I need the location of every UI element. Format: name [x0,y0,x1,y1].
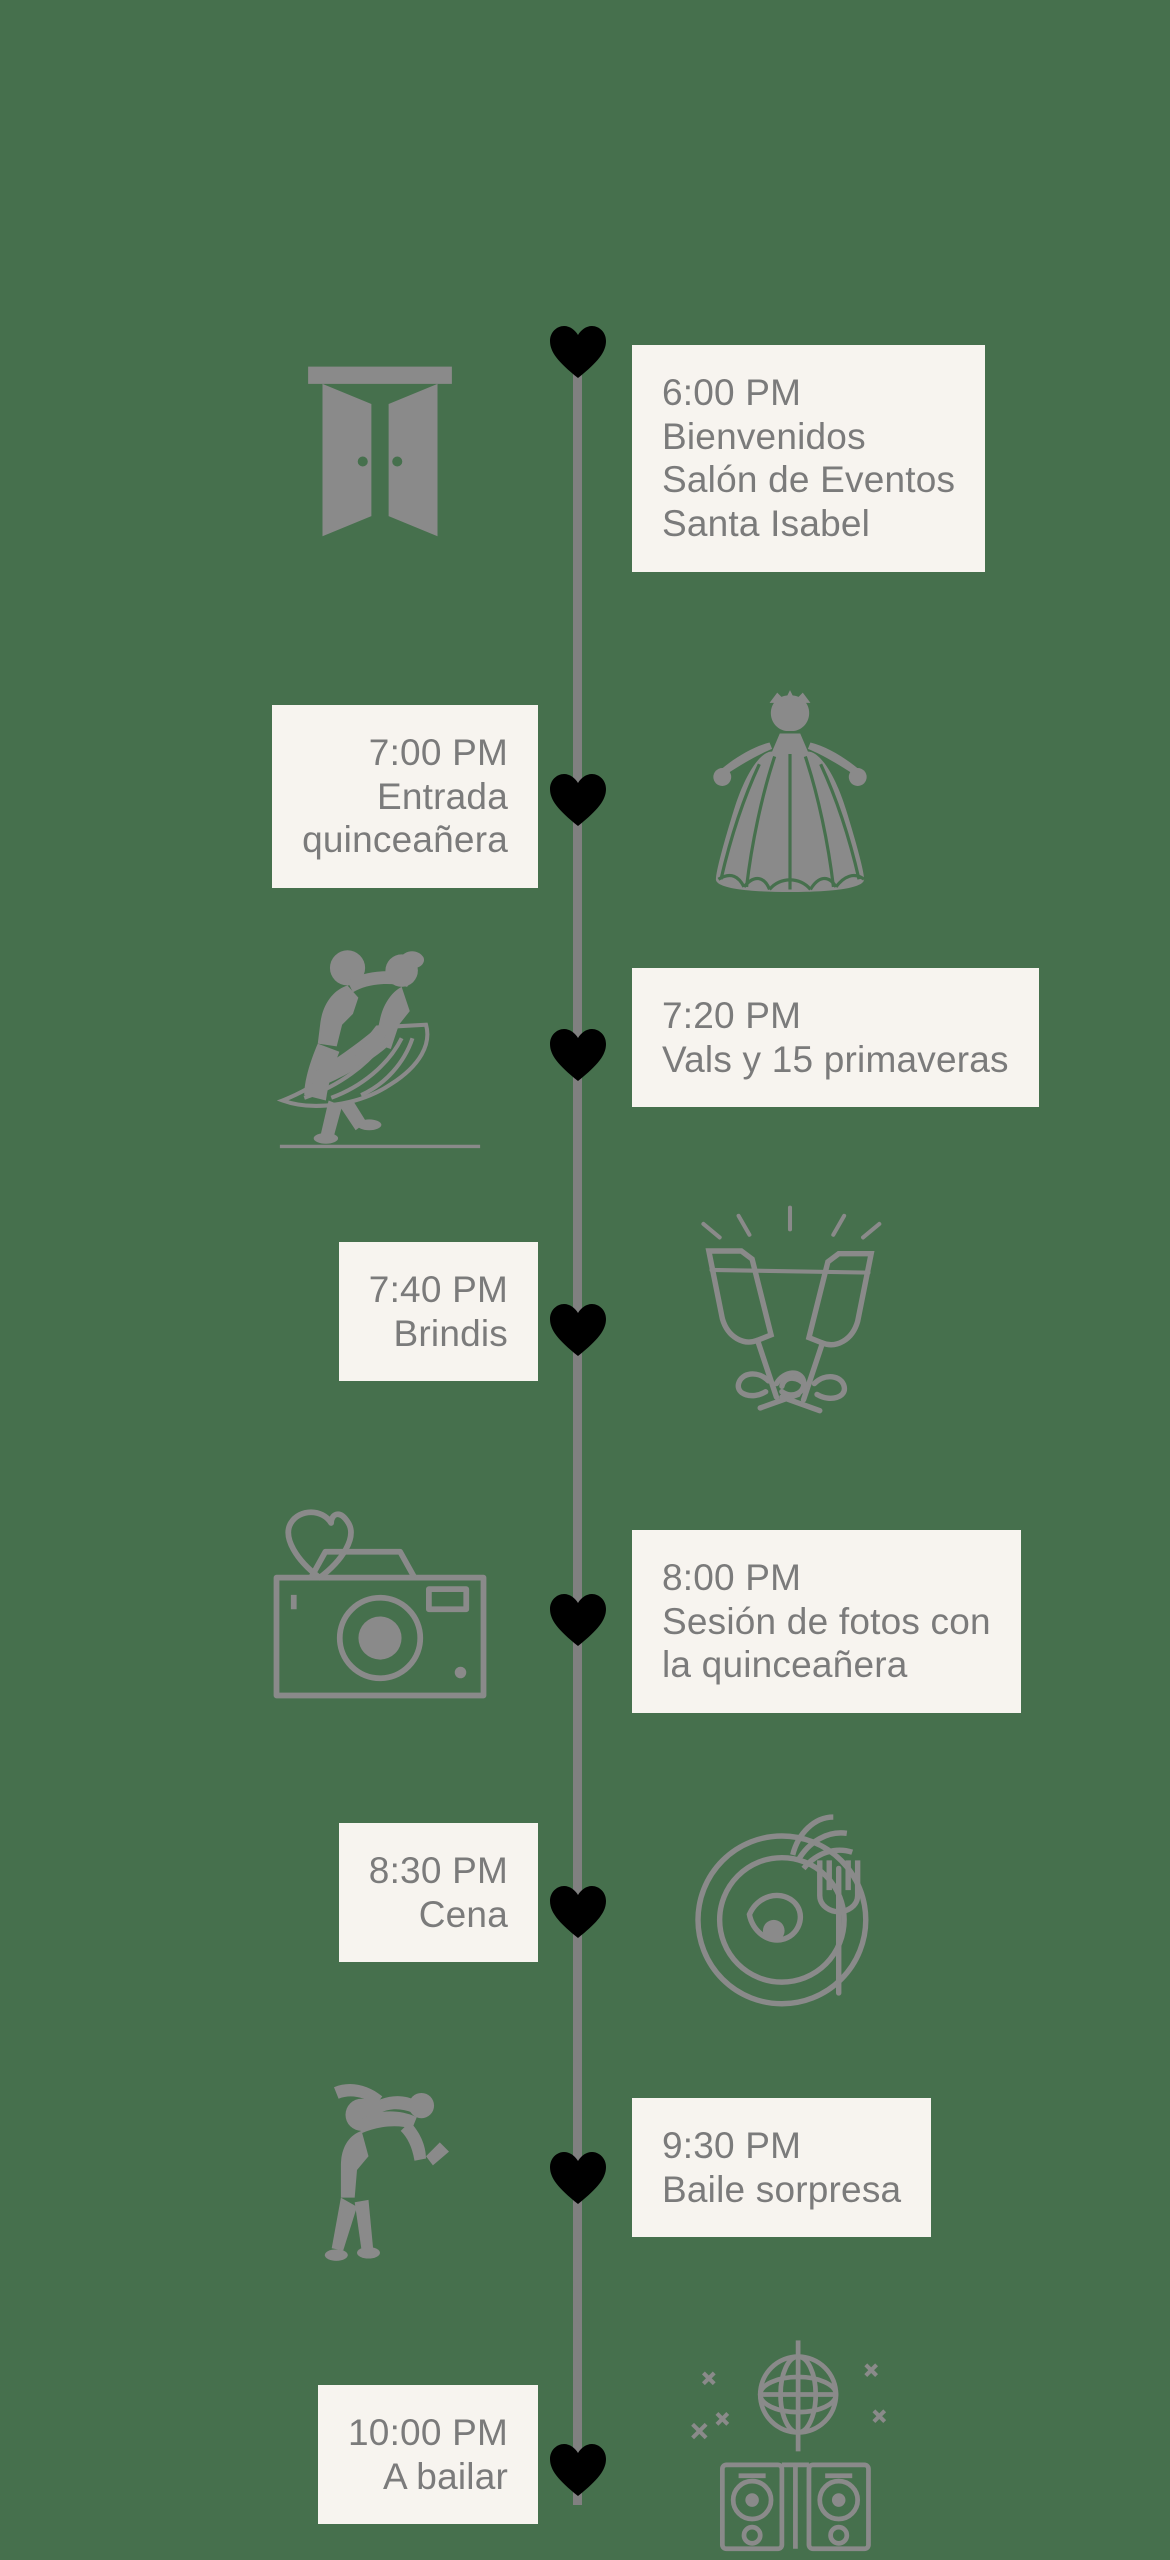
timeline-marker-heart-icon [548,1302,608,1358]
camera-icon [250,1500,510,1730]
dinner-plate-icon [660,1790,920,2020]
event-card: 7:40 PM Brindis [338,1242,538,1382]
event-card: 8:30 PM Cena [338,1823,538,1963]
event-card: 10:00 PM A bailar [318,2385,538,2525]
toast-glasses-icon [660,1205,920,1435]
timeline-marker-heart-icon [548,324,608,380]
surprise-dance-icon [250,2055,510,2285]
event-card: 8:00 PM Sesión de fotos con la quinceañe… [632,1530,1021,1713]
timeline-marker-heart-icon [548,2442,608,2498]
quinceanera-dress-icon [660,685,920,915]
open-doors-icon [250,335,510,565]
timeline-marker-heart-icon [548,772,608,828]
waltz-dancers-icon [250,930,510,1160]
event-card: 9:30 PM Baile sorpresa [632,2098,932,2238]
event-card: 7:20 PM Vals y 15 primaveras [632,968,1039,1108]
timeline-marker-heart-icon [548,2150,608,2206]
event-card: 7:00 PM Entrada quinceañera [272,705,538,888]
timeline-spine [573,345,582,2505]
timeline-marker-heart-icon [548,1592,608,1648]
timeline-marker-heart-icon [548,1027,608,1083]
timeline-marker-heart-icon [548,1884,608,1940]
disco-party-icon [660,2335,920,2560]
event-card: 6:00 PM Bienvenidos Salón de Eventos San… [632,345,986,572]
